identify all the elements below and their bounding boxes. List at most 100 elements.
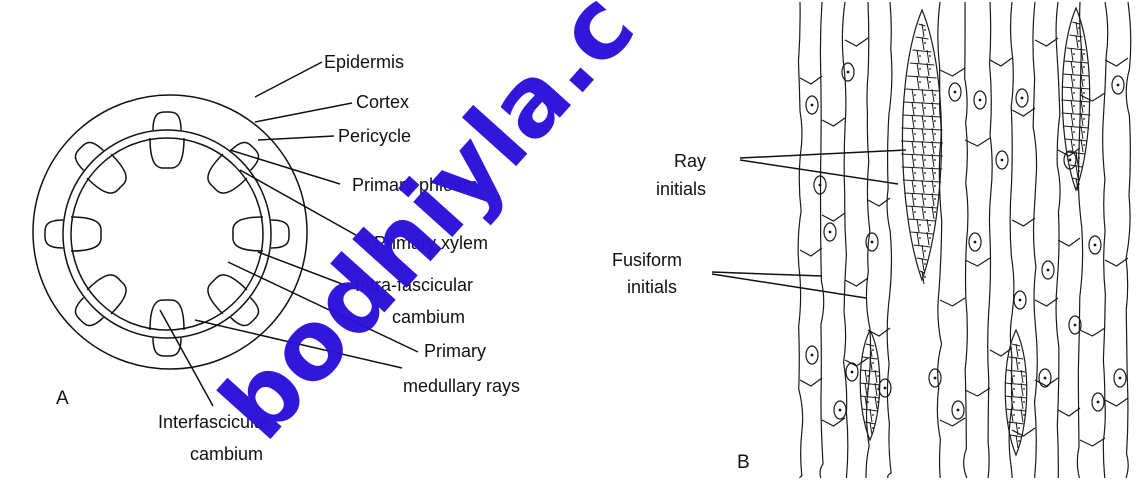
cambium-ring-outer (63, 130, 271, 338)
cell-wall (887, 2, 892, 478)
ray-cell-dot (934, 133, 936, 135)
ray-cell-wall (1011, 409, 1013, 422)
ray-cell-dot (924, 250, 926, 252)
ray-cell-dot (1023, 375, 1025, 377)
ray-cell-dot (924, 133, 926, 135)
ray-cell-dot (1083, 79, 1085, 81)
cell-end-wall (1105, 398, 1128, 406)
ray-cell-wall (1071, 87, 1073, 100)
ray-cell-dot (924, 185, 926, 187)
cell-end-wall (800, 378, 822, 386)
xylem-bundle (233, 217, 263, 251)
ray-cell-dot (1078, 27, 1080, 29)
label-ray-initials: initials (656, 179, 706, 199)
ray-cell-wall (917, 232, 919, 245)
cell-end-wall (1035, 38, 1058, 46)
ray-cell-dot (872, 427, 874, 429)
label-fusiform-initials: initials (627, 277, 677, 297)
ray-cell-dot (914, 159, 916, 161)
label-medullary-rays: medullary rays (403, 376, 520, 396)
xylem-bundle (150, 300, 184, 330)
ray-cell-wall (922, 102, 924, 115)
label-ray: Ray (674, 151, 706, 171)
ray-cell-dot (919, 81, 921, 83)
nucleolus (1047, 269, 1050, 272)
nucleolus (974, 241, 977, 244)
ray-cell-wall (1076, 35, 1078, 48)
nucleolus (829, 231, 832, 234)
ray-cell-dot (924, 263, 926, 265)
ray-cell-wall (910, 63, 934, 65)
ray-cell-dot (1078, 157, 1080, 159)
ray-cell-wall (922, 193, 924, 206)
ray-cell-dot (1083, 118, 1085, 120)
cell-end-wall (1035, 298, 1058, 306)
nucleolus (851, 371, 854, 374)
ray-cell-dot (1083, 131, 1085, 133)
cell-end-wall (845, 38, 868, 46)
ray-cell-dot (1083, 53, 1085, 55)
cambium-tangential-view (798, 2, 1131, 478)
nucleolus (1069, 159, 1072, 162)
ray-cell-wall (1071, 139, 1073, 152)
ray-cell-dot (924, 172, 926, 174)
cell-end-wall (1105, 58, 1128, 66)
cell-wall (798, 2, 803, 478)
cell-end-wall (1080, 93, 1105, 101)
nucleolus (1117, 84, 1120, 87)
cell-end-wall (965, 258, 990, 266)
ray-cell-dot (1073, 79, 1075, 81)
ray-cell-wall (1071, 48, 1073, 61)
ray-cell-dot (914, 120, 916, 122)
ray-cell-wall (1062, 113, 1091, 115)
ray-cell-dot (1083, 92, 1085, 94)
ray-cell-wall (1005, 383, 1027, 385)
ray-cell-wall (1076, 165, 1078, 178)
ray-cell-dot (934, 94, 936, 96)
nucleolus (839, 409, 842, 412)
ray-cell-wall (912, 102, 914, 115)
ray-cell-dot (924, 94, 926, 96)
label-interfascicular-cambium: cambium (190, 444, 263, 464)
nucleolus (1119, 377, 1122, 380)
ray-cell-wall (1005, 409, 1026, 411)
ray-cell-wall (917, 50, 919, 63)
nucleolus (871, 241, 874, 244)
nucleolus (811, 354, 814, 357)
ray-cell-wall (1071, 126, 1073, 139)
ray-cell-dot (919, 68, 921, 70)
ray-cell-wall (912, 193, 914, 206)
ray-cell-dot (924, 198, 926, 200)
ray-cell-wall (922, 37, 924, 50)
ray-cell-wall (1006, 370, 1026, 372)
cell-end-wall (822, 213, 845, 221)
ray-cell-dot (914, 198, 916, 200)
ray-cell-dot (934, 185, 936, 187)
ray-cell-dot (914, 185, 916, 187)
ray-cell-wall (1071, 113, 1073, 126)
ray-cell-wall (911, 232, 933, 234)
nucleolus (884, 387, 887, 390)
cell-end-wall (800, 248, 822, 256)
cell-end-wall (965, 138, 990, 146)
cell-end-wall (990, 58, 1012, 66)
ray-cell-wall (1063, 126, 1089, 128)
ray-cell-wall (860, 396, 880, 398)
phloem-bundle (271, 220, 289, 248)
ray-cell-wall (922, 206, 924, 219)
nucleolus (811, 104, 814, 107)
ray-cell-wall (922, 258, 924, 271)
ray-cell-groups (860, 8, 1091, 455)
ray-cell-dot (914, 133, 916, 135)
label-primary: Primary (424, 341, 486, 361)
ray-cell-wall (1071, 100, 1073, 113)
cell-wall (820, 2, 824, 478)
ray-cell-wall (922, 167, 924, 180)
figure-letter-a: A (56, 388, 69, 409)
ray-cell-wall (1061, 100, 1090, 102)
ray-cell-dot (867, 375, 869, 377)
label-pericycle: Pericycle (338, 126, 411, 146)
ray-cell-wall (1067, 48, 1086, 50)
ray-cell-wall (922, 141, 924, 154)
